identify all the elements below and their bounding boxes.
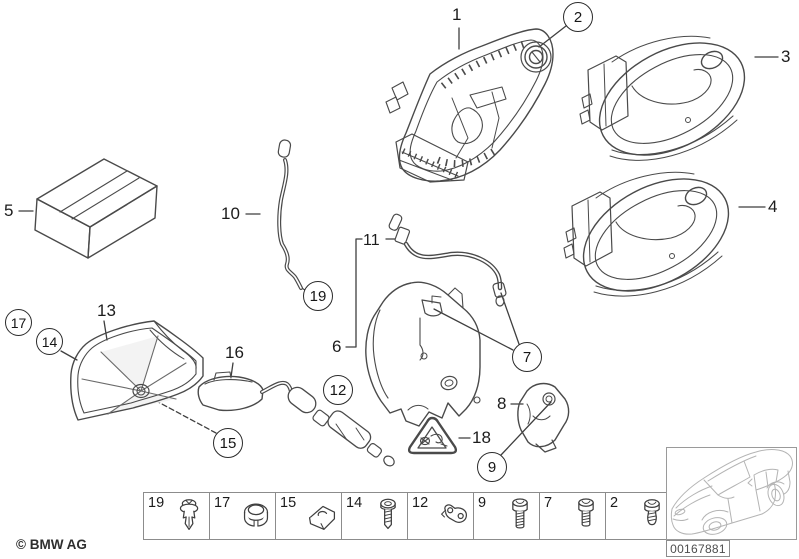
catch-bracket-drawing — [517, 382, 570, 453]
strip-cell-label: 9 — [478, 495, 487, 511]
socket-head-screw-icon — [578, 498, 594, 527]
warning-triangle-drawing — [407, 416, 458, 455]
fasteners-strip: 19 17 15 — [143, 492, 672, 540]
diagram-code: 00167881 — [666, 540, 730, 557]
pinch-hazard-glyph — [419, 433, 448, 447]
grommet-icon — [243, 503, 269, 527]
pan-head-screw-icon — [380, 498, 396, 530]
callout-17-number: 17 — [10, 314, 27, 331]
callout-10[interactable]: 10 — [221, 204, 240, 223]
car-thumbnail-box — [666, 447, 797, 540]
callout-2-number: 2 — [573, 8, 583, 26]
strip-cell-label: 15 — [280, 495, 297, 511]
callout-7-circle[interactable]: 7 — [512, 342, 542, 372]
copyright-text: © BMW AG — [16, 537, 87, 552]
callout-19-number: 19 — [309, 287, 327, 305]
retainer-clip-icon — [441, 504, 468, 523]
strip-cell-9[interactable]: 9 — [473, 493, 539, 539]
release-rod-drawing — [277, 139, 303, 290]
strip-cell-label: 14 — [346, 495, 363, 511]
door-handle-4-drawing — [563, 171, 730, 297]
callout-14-number: 14 — [41, 333, 58, 350]
callout-12-circle[interactable]: 12 — [323, 375, 353, 405]
expansion-rivet-icon — [179, 499, 199, 530]
callout-6[interactable]: 6 — [332, 337, 342, 356]
door-handle-3-drawing — [579, 35, 746, 161]
strip-cell-2[interactable]: 2 — [605, 493, 671, 539]
callout-14-circle[interactable]: 14 — [36, 328, 63, 355]
callout-9-circle[interactable]: 9 — [477, 452, 507, 482]
callout-13[interactable]: 13 — [97, 301, 116, 320]
callout-11[interactable]: 11 — [363, 232, 380, 249]
strip-cell-14[interactable]: 14 — [341, 493, 407, 539]
callout-8[interactable]: 8 — [497, 394, 507, 413]
strip-cell-17[interactable]: 17 — [209, 493, 275, 539]
callout-1[interactable]: 1 — [452, 5, 462, 24]
strip-cell-label: 12 — [412, 495, 429, 511]
callout-16[interactable]: 16 — [225, 343, 244, 362]
callout-15-number: 15 — [219, 434, 237, 452]
callout-17-circle[interactable]: 17 — [5, 309, 32, 336]
strip-cell-12[interactable]: 12 — [407, 493, 473, 539]
strip-cell-15[interactable]: 15 — [275, 493, 341, 539]
stub-screw-icon — [644, 499, 660, 526]
callout-9-number: 9 — [487, 458, 497, 476]
diagram-code-text: 00167881 — [670, 541, 726, 556]
callout-2-circle[interactable]: 2 — [563, 2, 593, 32]
strip-cell-label: 7 — [544, 495, 553, 511]
callout-12-number: 12 — [329, 381, 347, 399]
callout-3[interactable]: 3 — [781, 47, 791, 66]
callout-7-number: 7 — [522, 348, 532, 366]
bowden-cable-drawing — [388, 213, 507, 307]
cover-and-cylinder-drawing — [197, 371, 395, 467]
kit-box-drawing — [34, 158, 158, 259]
socket-head-screw-icon — [512, 498, 528, 529]
strip-cell-label: 19 — [148, 495, 165, 511]
strip-cell-7[interactable]: 7 — [539, 493, 605, 539]
door-lock-drawing — [365, 281, 481, 427]
clip-nut-icon — [308, 505, 336, 530]
seal-drawing — [70, 320, 204, 421]
strip-cell-label: 2 — [610, 495, 619, 511]
strip-cell-label: 17 — [214, 495, 231, 511]
handle-carrier-drawing — [385, 28, 554, 183]
callout-19-circle[interactable]: 19 — [303, 281, 333, 311]
callout-4[interactable]: 4 — [768, 197, 778, 216]
callout-18[interactable]: 18 — [472, 428, 491, 447]
callout-15-circle[interactable]: 15 — [213, 428, 243, 458]
strip-cell-19[interactable]: 19 — [144, 493, 209, 539]
car-thumbnail-drawing — [670, 449, 793, 535]
callout-5[interactable]: 5 — [4, 201, 14, 220]
key-cylinder-housing — [520, 41, 552, 73]
